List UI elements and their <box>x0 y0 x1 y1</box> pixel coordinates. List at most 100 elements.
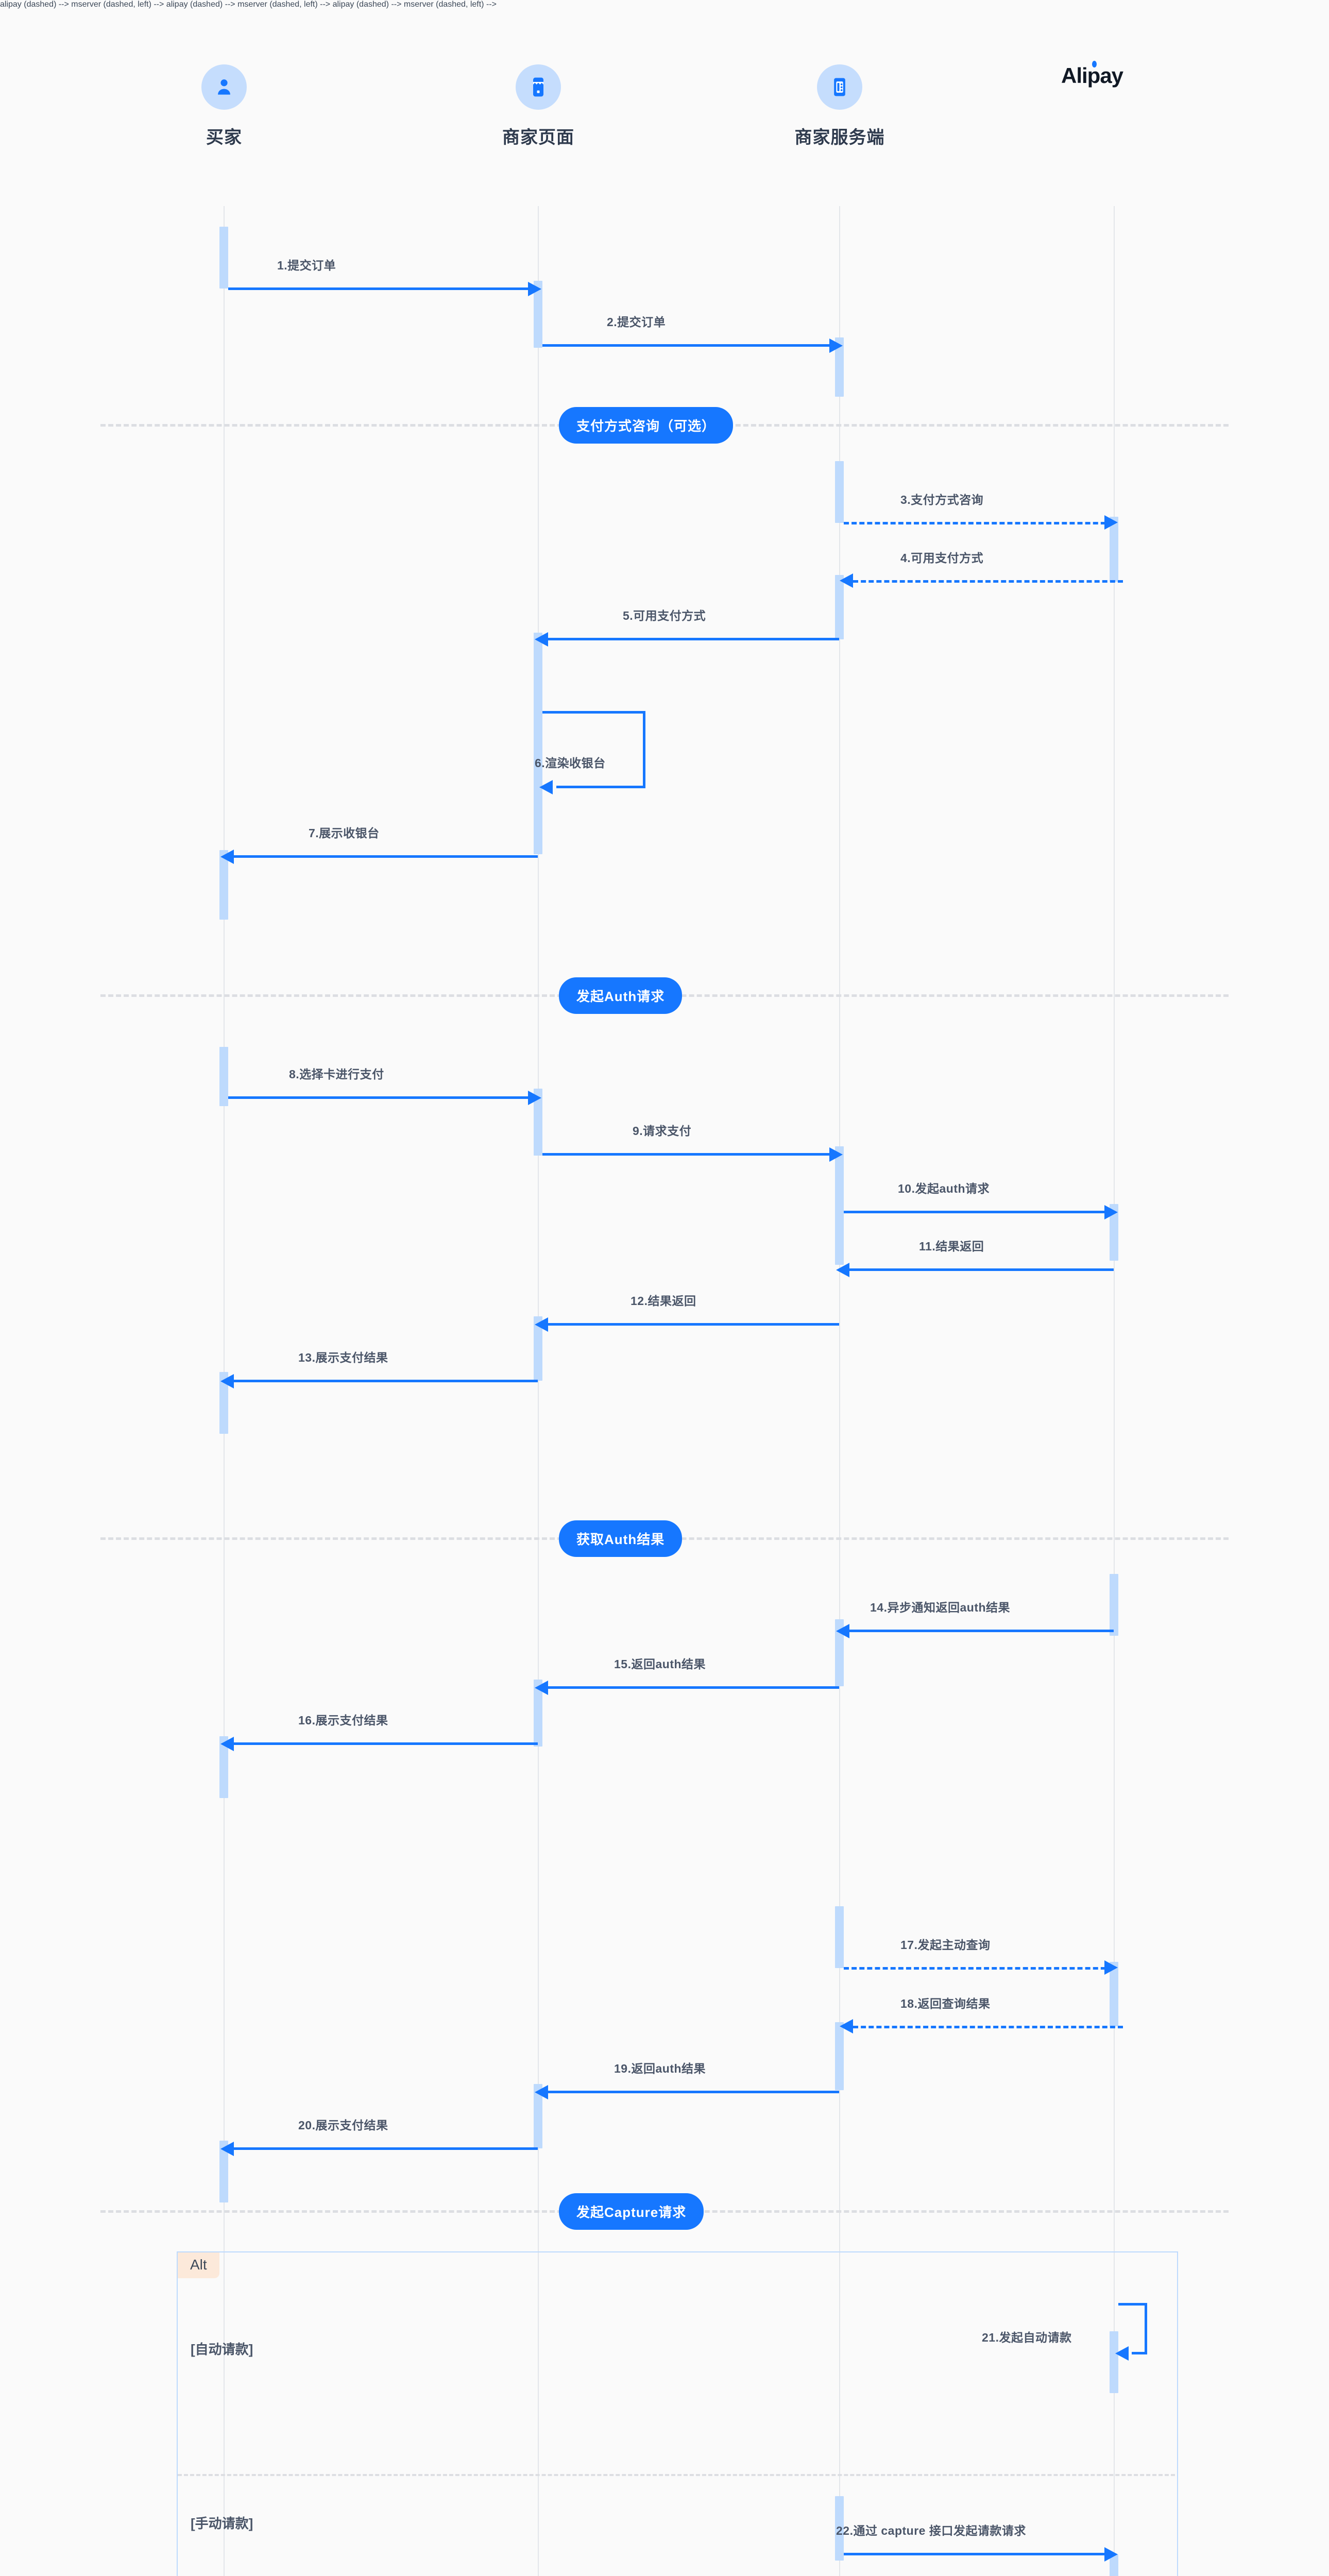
shop-page-icon <box>516 64 561 110</box>
message-label: 19.返回auth结果 <box>614 2062 706 2075</box>
activation-bar <box>534 1089 542 1156</box>
activation-bar <box>1110 517 1118 582</box>
selfloop-bottom <box>1132 2352 1147 2354</box>
activation-bar <box>835 2496 844 2561</box>
arrow-head-left <box>535 632 548 647</box>
phase-pill-capture-request[interactable]: 发起Capture请求 <box>559 2193 704 2230</box>
message-line <box>228 1096 537 1099</box>
arrow-head-left <box>1115 2346 1129 2361</box>
message-label: 9.请求支付 <box>633 1124 692 1138</box>
arrow-head-right <box>1104 1960 1118 1975</box>
phase-pill-payment-method[interactable]: 支付方式咨询（可选） <box>559 407 734 444</box>
message-line <box>548 1686 839 1689</box>
selfloop-right <box>643 711 645 788</box>
message-line <box>228 287 537 290</box>
activation-bar <box>534 633 542 854</box>
arrow-head-left <box>220 1737 234 1751</box>
activation-bar <box>835 461 844 523</box>
activation-bar <box>835 575 844 639</box>
selfloop-bottom <box>556 786 645 788</box>
selfloop-right <box>1145 2303 1147 2354</box>
message-label: 4.可用支付方式 <box>900 551 984 565</box>
message-21[interactable]: 21.发起自动请款 <box>982 2303 1147 2361</box>
activation-bar <box>1110 2331 1118 2393</box>
alt-tag: Alt <box>178 2252 219 2278</box>
activation-bar <box>534 1316 542 1381</box>
lifeline-alipay <box>1114 206 1115 2576</box>
lifeline-merchant-page <box>538 206 539 2576</box>
arrow-head-left <box>840 573 853 588</box>
activation-bar <box>219 1047 228 1106</box>
activation-bar <box>219 2141 228 2202</box>
message-label: 5.可用支付方式 <box>623 609 706 622</box>
message-line <box>849 1630 1114 1632</box>
user-icon <box>201 64 247 110</box>
arrow-head-right <box>829 1147 843 1162</box>
message-label: 1.提交订单 <box>277 259 336 272</box>
activation-bar <box>534 2084 542 2148</box>
message-label: 2.提交订单 <box>607 315 666 329</box>
activation-bar <box>835 1906 844 1968</box>
message-label: 21.发起自动请款 <box>982 2331 1072 2344</box>
message-label: 7.展示收银台 <box>309 826 380 840</box>
alt-condition-auto: [自动请款] <box>191 2342 253 2357</box>
message-label: 20.展示支付结果 <box>298 2119 388 2132</box>
alipay-wordmark-top: Alipay <box>1061 63 1123 88</box>
arrow-head-right <box>528 1091 541 1105</box>
message-line <box>234 1380 538 1382</box>
message-6[interactable]: 6.渲染收银台 <box>535 711 645 794</box>
actor-header-merchant-page[interactable]: 商家页面 <box>476 64 600 148</box>
actor-label: 商家页面 <box>502 128 574 147</box>
server-icon <box>817 64 862 110</box>
message-line-dashed <box>844 1967 1114 1970</box>
actor-label: 买家 <box>206 128 242 147</box>
message-line <box>548 2091 839 2093</box>
actor-header-buyer[interactable]: 买家 <box>162 64 286 148</box>
message-label: 17.发起主动查询 <box>900 1938 991 1952</box>
activation-bar <box>219 1736 228 1798</box>
message-label: 8.选择卡进行支付 <box>289 1067 384 1081</box>
arrow-head-right <box>1104 2547 1118 2562</box>
activation-bar <box>1110 1962 1118 2026</box>
lifeline-merchant-server <box>839 206 840 2576</box>
arrow-head-left <box>840 2019 853 2033</box>
message-label: 3.支付方式咨询 <box>900 493 984 506</box>
activation-bar <box>835 1146 844 1265</box>
message-line <box>548 638 839 640</box>
phase-pill-auth-result[interactable]: 获取Auth结果 <box>559 1520 683 1557</box>
message-line <box>234 855 538 858</box>
message-label: 16.展示支付结果 <box>298 1714 388 1727</box>
message-line <box>844 1211 1114 1213</box>
activation-bar <box>534 1680 542 1747</box>
message-line <box>844 2553 1114 2555</box>
activation-bar <box>219 227 228 289</box>
message-label: 22.通过 capture 接口发起请款请求 <box>836 2524 1026 2537</box>
message-label: 11.结果返回 <box>919 1240 984 1253</box>
message-label: 18.返回查询结果 <box>900 1997 991 2010</box>
alt-divider <box>178 2474 1175 2476</box>
arrow-head-left <box>539 780 553 794</box>
arrow-head-left <box>836 1624 849 1638</box>
actor-header-merchant-server[interactable]: 商家服务端 <box>778 64 901 148</box>
message-line-dashed <box>853 580 1123 583</box>
message-label: 12.结果返回 <box>631 1294 696 1308</box>
arrow-head-left <box>220 1374 234 1388</box>
activation-bar <box>835 2022 844 2090</box>
message-label: 15.返回auth结果 <box>614 1657 706 1671</box>
alt-frame <box>177 2251 1178 2576</box>
message-label: 14.异步通知返回auth结果 <box>870 1601 1011 1614</box>
arrow-head-right <box>1104 515 1118 530</box>
arrow-head-right <box>1104 1205 1118 1219</box>
arrow-head-left <box>220 2142 234 2156</box>
message-label: 10.发起auth请求 <box>898 1182 990 1195</box>
actor-label: 商家服务端 <box>794 128 885 147</box>
arrow-head-left <box>535 2085 548 2099</box>
arrow-head-left <box>535 1317 548 1332</box>
phase-pill-auth-request[interactable]: 发起Auth请求 <box>559 977 683 1014</box>
message-line-dashed <box>853 2026 1123 2028</box>
activation-bar <box>219 850 228 920</box>
message-line-dashed <box>844 522 1114 524</box>
arrow-head-left <box>535 1681 548 1695</box>
alt-condition-manual: [手动请款] <box>191 2516 253 2531</box>
